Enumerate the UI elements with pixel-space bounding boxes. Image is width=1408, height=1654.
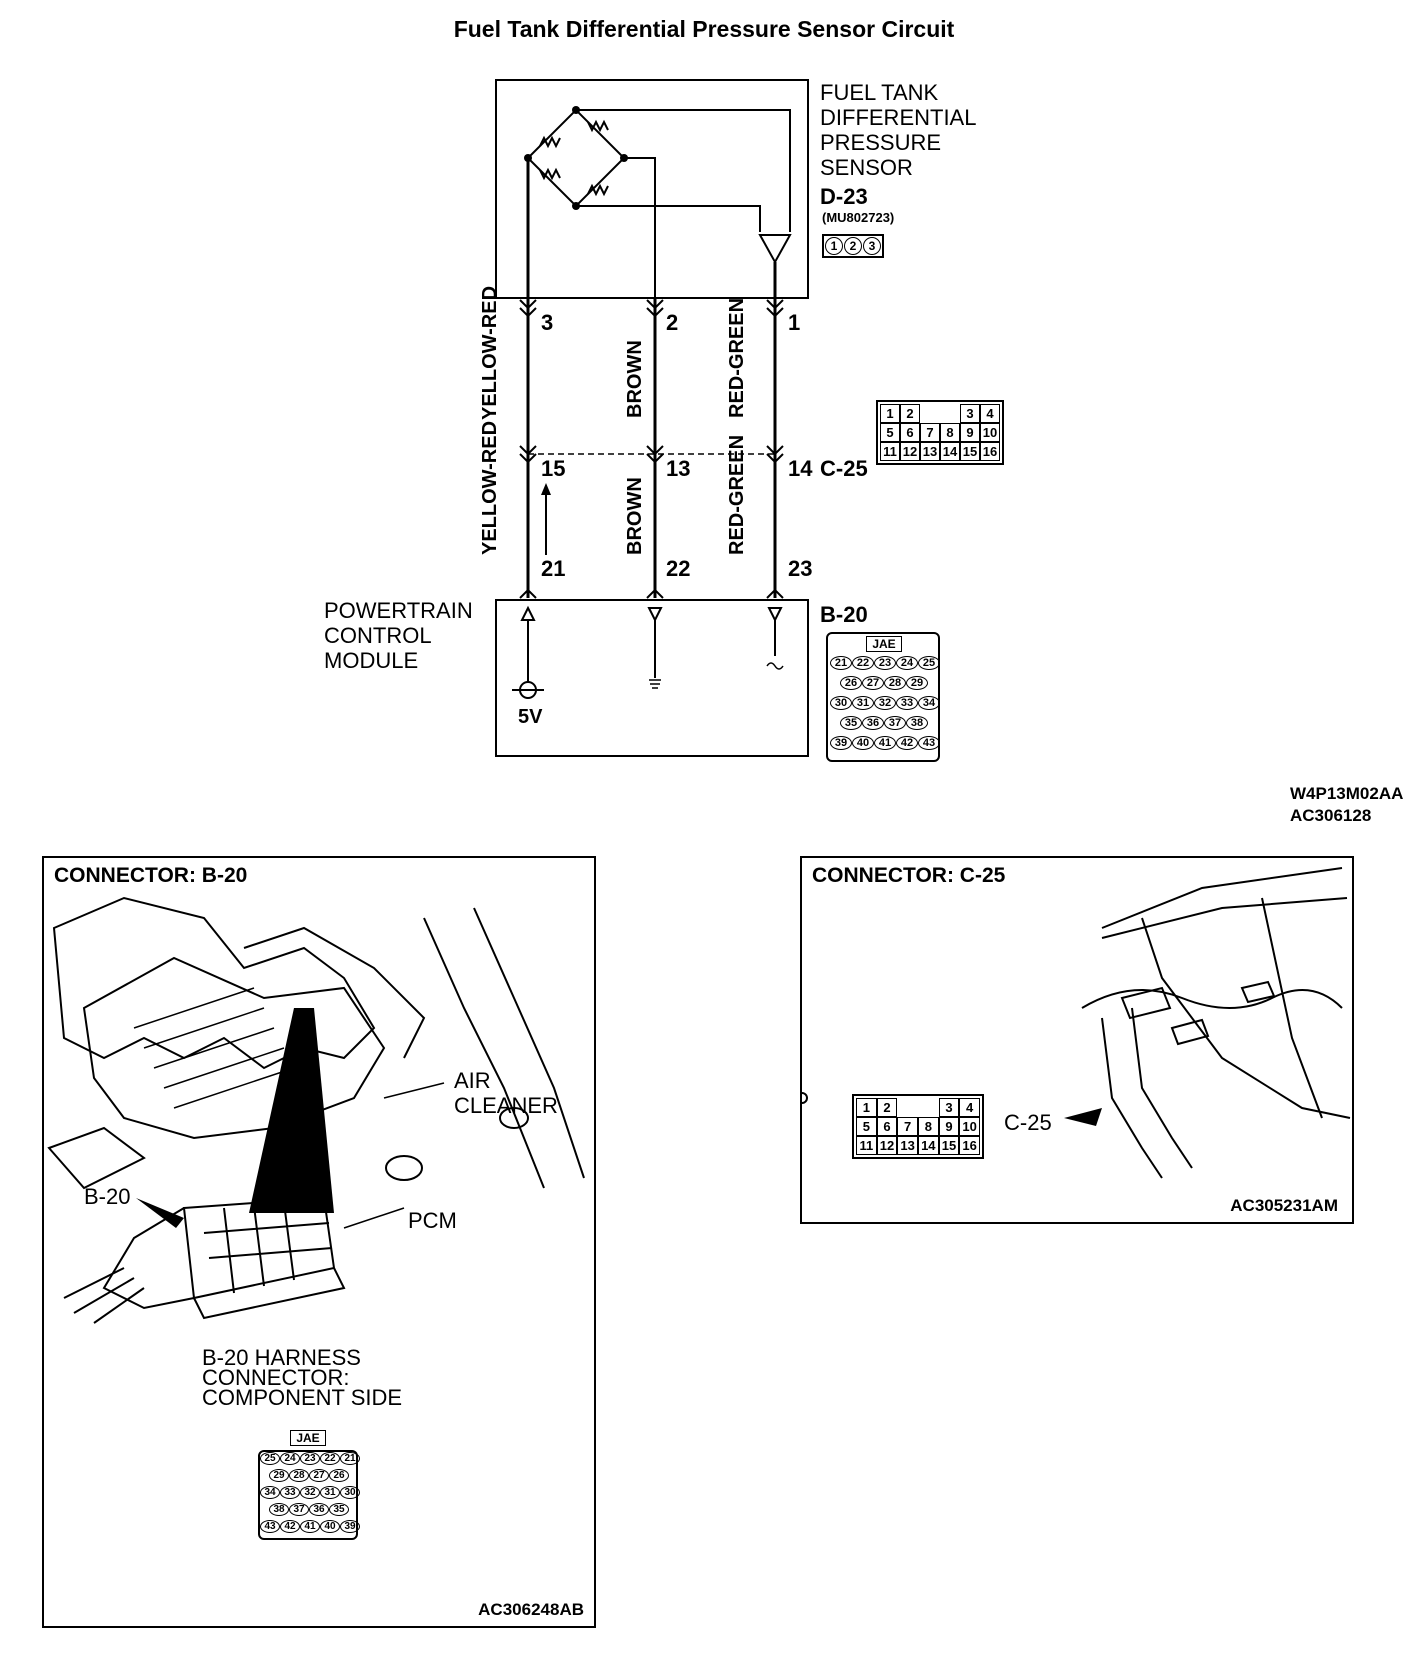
- junction-connector-id: C-25: [820, 456, 868, 481]
- figure-code-1: W4P13M02AA: [1290, 784, 1404, 803]
- b20-schematic-row-5: 39 40 41 42 43: [830, 736, 940, 750]
- air-cleaner-label: AIR CLEANER: [454, 1068, 558, 1118]
- sensor-connector-d23: 1 2 3: [822, 234, 884, 258]
- b20-schematic-row-1: 21 22 23 24 25: [830, 656, 940, 670]
- sensor-pin-3: 3: [541, 310, 554, 335]
- amplifier-symbol: [758, 234, 792, 265]
- pcm-pin-23: 23: [788, 556, 813, 581]
- sensor-name: FUEL TANK DIFFERENTIAL PRESSURE SENSOR: [820, 80, 977, 180]
- pcm-pin-22: 22: [666, 556, 691, 581]
- wire-color-upper-2: BROWN: [624, 340, 646, 418]
- pcm-name: POWERTRAIN CONTROL MODULE: [324, 598, 473, 673]
- wire-color-upper-3: RED-GREEN: [726, 297, 748, 418]
- sensor-pin-2: 2: [666, 310, 679, 335]
- c25-location-label: C-25: [1004, 1110, 1052, 1135]
- junction-pin-13: 13: [666, 456, 691, 481]
- b20-location-label: B-20: [84, 1184, 131, 1209]
- engine-bay-illustration: [47, 896, 585, 1213]
- b20-schematic-row-4: 35 36 37 38: [840, 716, 928, 730]
- b20-harness-row-2: 29 28 27 26: [269, 1469, 349, 1482]
- b20-harness-row-4: 38 37 36 35: [269, 1503, 349, 1516]
- pcm-voltage: 5V: [518, 706, 543, 728]
- junction-pin-14: 14: [788, 456, 813, 481]
- pcm-pin-21: 21: [541, 556, 566, 581]
- diagram-title: Fuel Tank Differential Pressure Sensor C…: [453, 16, 955, 42]
- panel-c25-title: CONNECTOR: C-25: [812, 864, 1006, 887]
- wire-color-lower-3: RED-GREEN: [726, 434, 748, 555]
- wire-color-upper-1: YELLOW-RED: [479, 285, 501, 420]
- sensor-pin-1: 1: [788, 310, 801, 335]
- sensor-part-number: (MU802723): [822, 210, 895, 225]
- dashboard-illustration: [802, 867, 1351, 1179]
- sensor-box: [495, 79, 809, 299]
- wire-color-lower-2: BROWN: [624, 477, 646, 555]
- b20-connector-schematic: JAE 21 22 23 24 25 26 27 28 29 30 31 32 …: [826, 632, 940, 762]
- bridge-resistors: [527, 108, 626, 208]
- panel-connector-b20: CONNECTOR: B-20 AIR CLEANER B-20 PC: [42, 856, 596, 1628]
- figure-code-2: AC306128: [1290, 806, 1372, 825]
- sensor-connector-id: D-23: [820, 184, 868, 209]
- junction-pin-15: 15: [541, 456, 566, 481]
- wire-color-lower-1: YELLOW-RED: [479, 420, 501, 555]
- pcm-label: PCM: [408, 1208, 457, 1233]
- b20-harness-connector: JAE 25 24 23 22 21 29 28 27 26 34 33 32 …: [258, 1430, 360, 1540]
- pcm-connector-id: B-20: [820, 602, 868, 627]
- pcm-illustration: [63, 1196, 405, 1324]
- panel-b20-code: AC306248AB: [478, 1600, 584, 1619]
- b20-schematic-row-2: 26 27 28 29: [840, 676, 928, 690]
- harness-connector-label: B-20 HARNESS CONNECTOR: COMPONENT SIDE: [202, 1345, 403, 1410]
- b20-harness-row-3: 34 33 32 31 30: [260, 1486, 360, 1499]
- pcm-box: [495, 599, 809, 757]
- panel-b20-title: CONNECTOR: B-20: [54, 864, 248, 887]
- panel-c25-code: AC305231AM: [1230, 1196, 1338, 1215]
- b20-harness-row-5: 43 42 41 40 39: [260, 1520, 360, 1533]
- b20-harness-row-1: 25 24 23 22 21: [260, 1452, 360, 1465]
- schematic-wiring: [495, 79, 809, 757]
- b20-schematic-row-3: 30 31 32 33 34: [830, 696, 940, 710]
